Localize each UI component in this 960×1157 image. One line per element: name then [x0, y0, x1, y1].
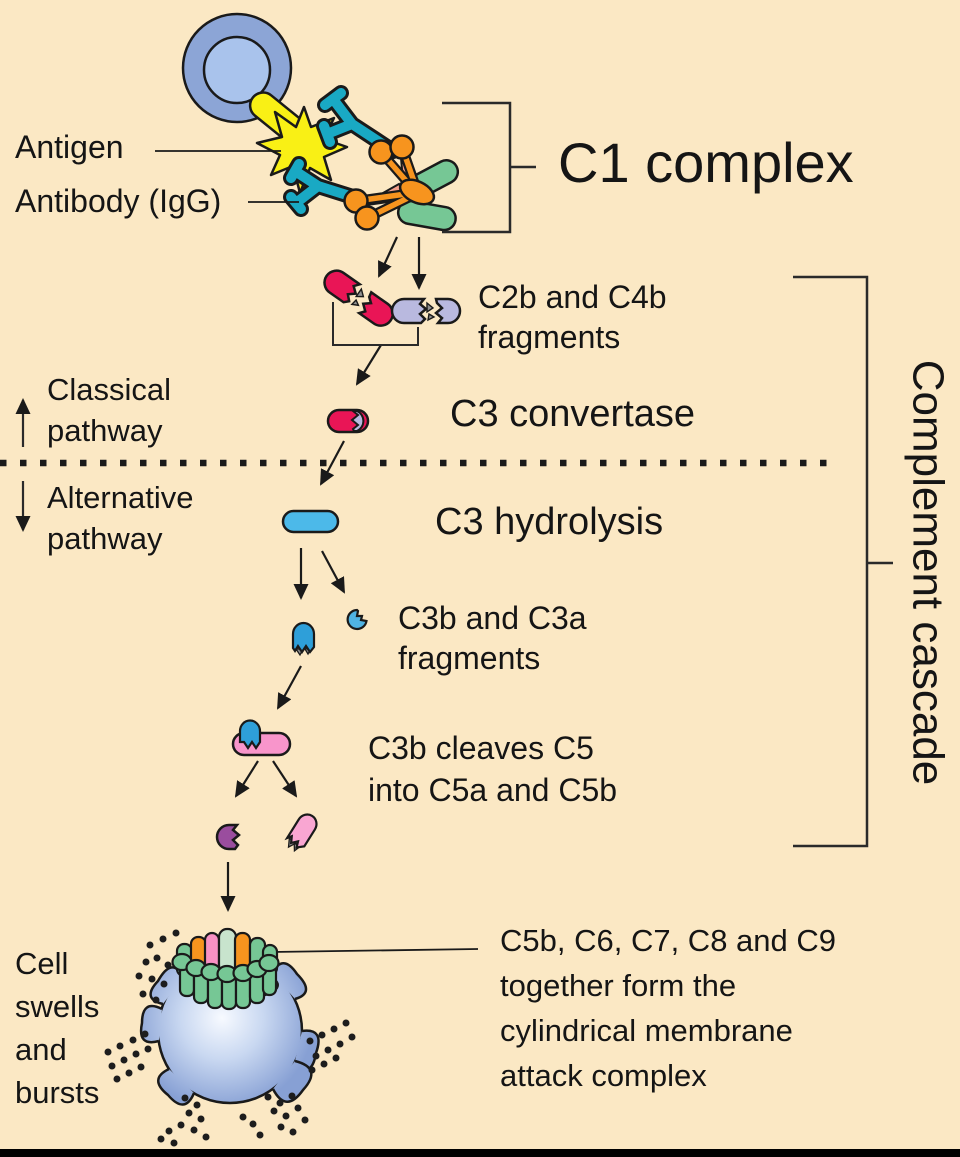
c3-hydrolysis-shape	[281, 509, 340, 534]
antibody-label: Antibody (IgG)	[15, 183, 222, 219]
flow-arrows	[220, 236, 427, 912]
c5b-shape	[215, 823, 241, 851]
lysis-dots	[104, 929, 356, 1147]
c1-complex-shape	[343, 134, 460, 232]
c3b-c3a-fragments-label: C3b and C3a fragments	[398, 600, 587, 676]
host-cell	[181, 12, 293, 124]
c2b-c4b-fragments-label: C2b and C4b fragments	[478, 279, 667, 355]
membrane-attack-complex-label: C5b, C6, C7, C8 and C9 together form the…	[500, 923, 837, 1093]
antibody-shapes	[283, 85, 401, 217]
c3a-shape	[346, 608, 368, 631]
c3-convertase-shape	[326, 408, 370, 434]
c3b-shape	[291, 621, 316, 657]
antigen-label: Antigen	[15, 129, 124, 165]
bottom-bar	[0, 1149, 960, 1157]
fragment-c2b	[323, 269, 394, 327]
c3-hydrolysis-label: C3 hydrolysis	[435, 501, 664, 543]
cell-swells-label: Cell swells and bursts	[15, 946, 100, 1110]
c3-convertase-label: C3 convertase	[450, 393, 696, 435]
alternative-pathway-label: Alternative pathway	[47, 480, 194, 556]
mac-shape	[171, 927, 280, 1011]
cascade-bracket	[793, 275, 893, 848]
label-pointer-lines	[155, 150, 479, 953]
c5a-shape	[284, 813, 318, 853]
fragment-c4b	[390, 297, 462, 325]
fragments-bracket	[332, 302, 419, 346]
c5-complex-shape	[231, 719, 292, 757]
c1-bracket	[442, 101, 536, 234]
c1-complex-label: C1 complex	[558, 131, 854, 194]
c3b-cleaves-c5-label: C3b cleaves C5 into C5a and C5b	[368, 730, 618, 808]
complement-cascade-label: Complement cascade	[903, 359, 953, 786]
classical-pathway-label: Classical pathway	[47, 372, 172, 448]
